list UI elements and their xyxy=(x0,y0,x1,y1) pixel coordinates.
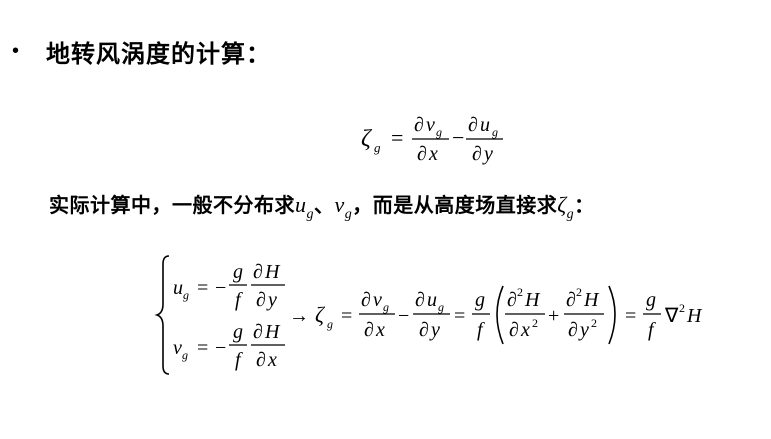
svg-text:=: = xyxy=(197,337,208,359)
svg-text:g: g xyxy=(383,300,389,314)
svg-text:y: y xyxy=(429,319,440,341)
svg-text:u: u xyxy=(427,289,437,311)
svg-text:2: 2 xyxy=(576,285,582,299)
zeta-symbol: ζ xyxy=(557,192,567,217)
svg-text:x: x xyxy=(267,349,277,371)
svg-text:f: f xyxy=(477,319,485,341)
svg-text:f: f xyxy=(648,319,656,341)
svg-text:g: g xyxy=(492,125,498,139)
v-subscript: g xyxy=(344,207,353,222)
svg-text:y: y xyxy=(482,143,493,165)
svg-text:−: − xyxy=(398,305,409,327)
para-text-2: ，而是从高度场直接求 xyxy=(352,193,558,217)
explanation-paragraph: 实际计算中，一般不分布求ug、vg，而是从高度场直接求ζg： xyxy=(49,189,595,222)
svg-text:g: g xyxy=(233,321,243,343)
svg-text:ζ: ζ xyxy=(361,126,373,152)
svg-text:−: − xyxy=(215,277,226,299)
zeta-subscript: g xyxy=(566,207,575,222)
bullet-icon: • xyxy=(12,40,20,62)
svg-text:−: − xyxy=(452,125,464,150)
svg-text:∇: ∇ xyxy=(664,305,679,327)
svg-text:=: = xyxy=(454,305,465,327)
svg-text:u: u xyxy=(173,277,183,299)
svg-text:∂: ∂ xyxy=(468,114,478,136)
svg-text:f: f xyxy=(235,289,243,311)
svg-text:+: + xyxy=(548,305,559,327)
svg-text:=: = xyxy=(197,277,208,299)
svg-text:−: − xyxy=(215,337,226,359)
svg-text:∂: ∂ xyxy=(256,289,266,311)
u-subscript: g xyxy=(306,207,314,222)
slide-heading: 地转风涡度的计算： xyxy=(46,40,271,68)
svg-text:y: y xyxy=(266,289,277,311)
svg-text:H: H xyxy=(264,261,281,283)
svg-text:∂: ∂ xyxy=(415,289,425,311)
svg-text:x: x xyxy=(375,319,385,341)
svg-text:H: H xyxy=(583,289,600,311)
svg-text:=: = xyxy=(391,125,403,150)
svg-text:2: 2 xyxy=(532,316,538,330)
v-symbol: v xyxy=(334,192,345,217)
svg-text:2: 2 xyxy=(591,316,597,330)
svg-text:x: x xyxy=(428,143,438,165)
svg-text:g: g xyxy=(646,289,656,311)
svg-text:∂: ∂ xyxy=(361,289,371,311)
svg-text:g: g xyxy=(374,140,381,155)
svg-text:∂: ∂ xyxy=(509,319,519,341)
svg-text:g: g xyxy=(475,289,485,311)
svg-text:∂: ∂ xyxy=(568,319,578,341)
svg-text:u: u xyxy=(480,114,490,136)
svg-text:ζ: ζ xyxy=(315,302,326,327)
svg-text:g: g xyxy=(327,317,333,331)
para-text-1: 实际计算中，一般不分布求 xyxy=(49,193,295,217)
svg-text:H: H xyxy=(686,305,703,327)
svg-text:→: → xyxy=(289,305,309,327)
svg-text:g: g xyxy=(436,125,442,139)
svg-text:g: g xyxy=(182,348,188,362)
svg-text:∂: ∂ xyxy=(253,261,263,283)
svg-text:∂: ∂ xyxy=(256,349,266,371)
para-sep: 、 xyxy=(314,193,335,217)
svg-text:g: g xyxy=(183,288,189,302)
para-colon: ： xyxy=(574,193,595,217)
svg-text:y: y xyxy=(578,319,589,341)
svg-text:g: g xyxy=(438,300,444,314)
svg-text:∂: ∂ xyxy=(507,289,517,311)
svg-text:v: v xyxy=(373,289,382,311)
svg-text:∂: ∂ xyxy=(253,321,263,343)
svg-text:∂: ∂ xyxy=(364,319,374,341)
svg-text:H: H xyxy=(524,289,541,311)
svg-text:v: v xyxy=(426,114,435,136)
svg-text:∂: ∂ xyxy=(414,114,424,136)
svg-text:∂: ∂ xyxy=(419,319,429,341)
svg-text:x: x xyxy=(520,319,530,341)
svg-text:∂: ∂ xyxy=(566,289,576,311)
svg-text:∂: ∂ xyxy=(417,143,427,165)
svg-text:2: 2 xyxy=(517,285,523,299)
svg-text:H: H xyxy=(264,321,281,343)
svg-text:∂: ∂ xyxy=(472,143,482,165)
svg-text:f: f xyxy=(235,349,243,371)
svg-text:g: g xyxy=(233,261,243,283)
svg-text:=: = xyxy=(625,305,636,327)
u-symbol: u xyxy=(295,192,307,217)
svg-text:=: = xyxy=(341,305,352,327)
heading-row: • 地转风涡度的计算： xyxy=(12,34,271,69)
svg-text:v: v xyxy=(173,337,182,359)
svg-text:2: 2 xyxy=(679,301,685,315)
